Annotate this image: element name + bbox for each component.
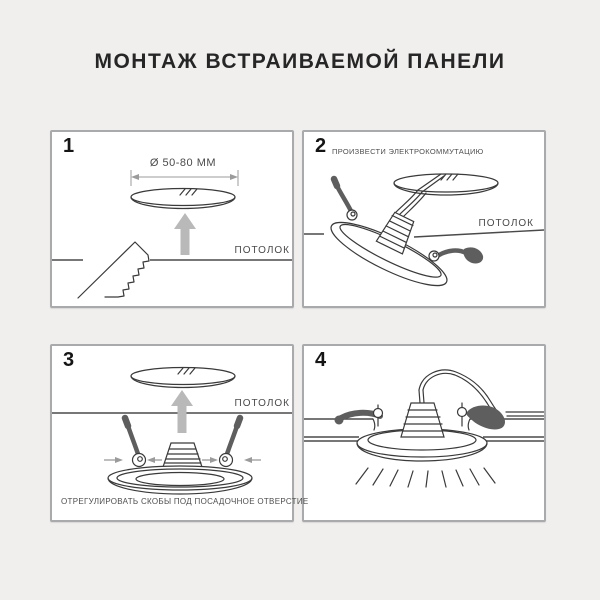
led-panel-tilted <box>330 211 448 287</box>
step-4-panel: 4 <box>302 344 546 522</box>
driver-box <box>375 211 415 255</box>
step-1-number: 1 <box>63 135 75 157</box>
step-4-illustration <box>304 369 544 488</box>
ceiling-label: ПОТОЛОК <box>235 398 290 409</box>
hole-dimension: Ø 50-80 ММ <box>130 157 239 186</box>
step-3-illustration: ПОТОЛОК <box>52 366 292 495</box>
spring-clip-left <box>121 414 147 468</box>
step-1-panel: 1 Ø 50-80 ММ ПОТОЛОК <box>50 130 294 308</box>
page-title: МОНТАЖ ВСТРАИВАЕМОЙ ПАНЕЛИ <box>94 50 506 73</box>
ceiling-hole-disk <box>393 173 499 196</box>
spring-clip-right <box>466 405 505 430</box>
saw-icon <box>77 241 150 299</box>
spring-clip-left <box>330 175 358 221</box>
step-3-panel: 3 ОТРЕГУЛИРОВАТЬ СКОБЫ ПОД ПОСАДОЧНОЕ ОТ… <box>50 344 308 522</box>
panel-ring <box>107 465 253 495</box>
step-2-panel: 2 ПРОИЗВЕСТИ ЭЛЕКТРОКОММУТАЦИЮ ПОТОЛОК <box>302 130 546 308</box>
mounting-posts <box>372 402 468 427</box>
dimension-arrow-right-icon <box>230 174 238 180</box>
dimension-arrow-left-icon <box>131 174 139 180</box>
led-panel-disk <box>130 366 236 389</box>
step-2-illustration: ПОТОЛОК <box>304 173 544 287</box>
adjust-arrows-icon <box>104 457 261 463</box>
step-3-number: 3 <box>63 349 75 371</box>
ceiling-line-right <box>413 229 544 238</box>
steps-grid: 1 Ø 50-80 ММ ПОТОЛОК <box>50 130 546 522</box>
power-wires <box>394 173 445 218</box>
trim-ring <box>356 428 488 462</box>
step-2-caption: ПРОИЗВЕСТИ ЭЛЕКТРОКОММУТАЦИЮ <box>332 147 484 156</box>
led-panel-disk <box>130 187 236 210</box>
driver-box <box>162 442 203 468</box>
up-arrow-icon <box>171 390 193 433</box>
step-1-illustration: Ø 50-80 ММ ПОТОЛОК <box>52 157 292 299</box>
hole-diameter-label: Ø 50-80 ММ <box>150 157 216 169</box>
ceiling-label: ПОТОЛОК <box>479 218 534 229</box>
up-arrow-icon <box>174 213 196 255</box>
step-3-caption: ОТРЕГУЛИРОВАТЬ СКОБЫ ПОД ПОСАДОЧНОЕ ОТВЕ… <box>61 497 309 506</box>
step-4-number: 4 <box>315 349 327 371</box>
ceiling-label: ПОТОЛОК <box>235 245 290 256</box>
spring-clip-right <box>428 247 484 264</box>
spring-clip-right <box>218 414 244 468</box>
step-2-number: 2 <box>315 135 327 157</box>
light-rays-icon <box>355 467 496 488</box>
driver-box <box>400 402 445 438</box>
